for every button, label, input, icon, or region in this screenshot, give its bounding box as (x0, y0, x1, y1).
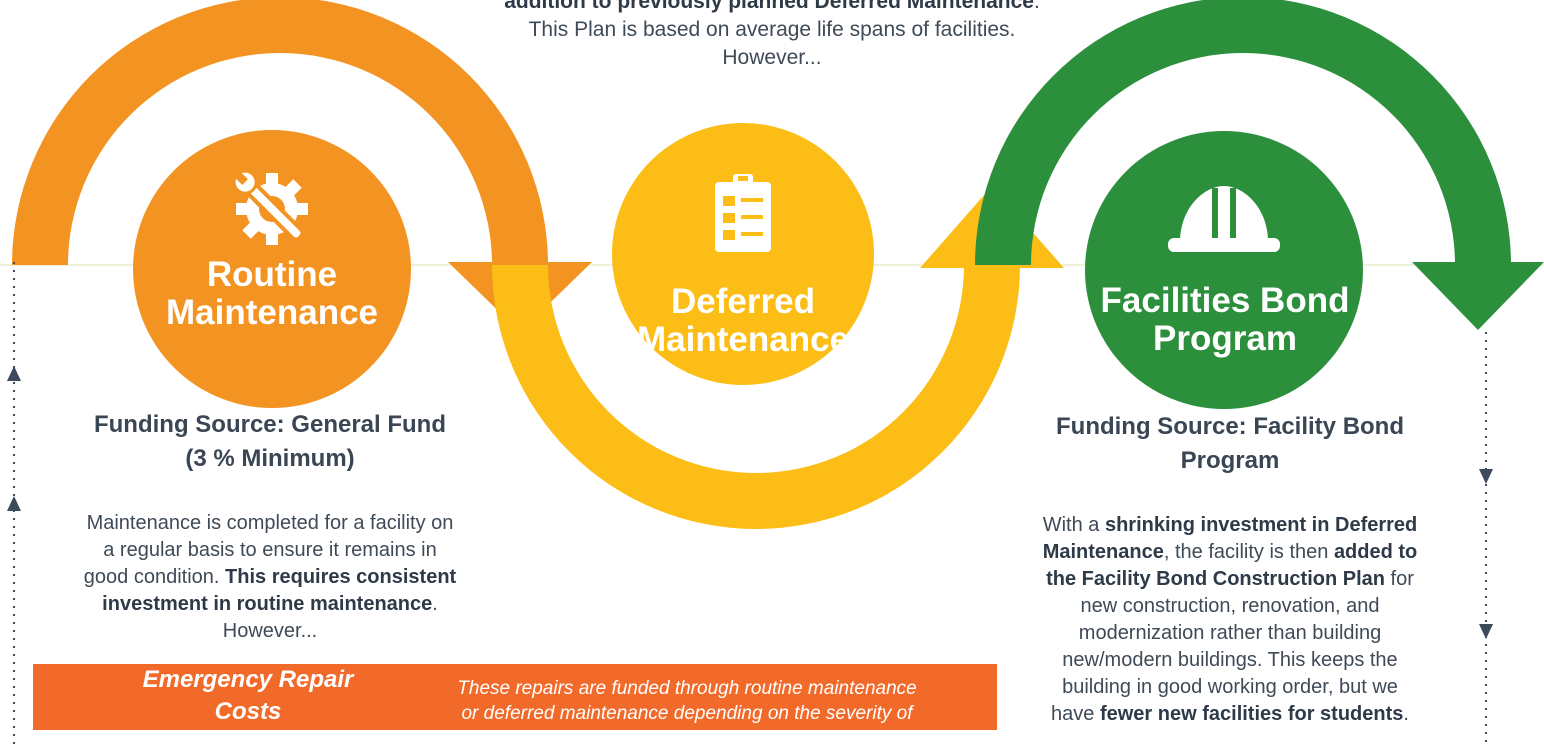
routine-desc-line1: Maintenance is completed for a facility … (86, 512, 454, 534)
bond-desc-p1a: With a (1042, 514, 1105, 536)
banner-title: Emergency Repair Costs (103, 664, 393, 728)
bond-title-line1: Facilities Bond (1100, 281, 1350, 320)
routine-title: Routine Maintenance (132, 256, 412, 332)
bond-desc-p2c: , the facility is then (1163, 541, 1334, 563)
routine-desc-line5: However... (222, 620, 318, 642)
top-note-line3: However... (722, 46, 822, 69)
gear-wrench-icon (232, 169, 308, 245)
bond-funding-line2: Program (1180, 447, 1280, 474)
bond-desc-p4: new construction, renovation, and (1080, 595, 1380, 617)
banner-text-line2: or deferred maintenance depending on the… (461, 703, 913, 724)
bond-desc-p3c: for (1385, 568, 1414, 590)
bond-desc-p5: modernization rather than building (1078, 622, 1382, 644)
bond-desc-p7: building in good working order, but we (1062, 676, 1398, 698)
bond-desc-p8b: fewer new facilities for students (1099, 703, 1404, 725)
routine-desc-line4c: . (432, 593, 438, 615)
hard-hat-icon (1168, 186, 1280, 252)
deferred-title: Deferred Maintenance (612, 283, 874, 359)
bond-desc-p2d: added to (1333, 541, 1418, 563)
down-arrow-icon (1479, 469, 1493, 484)
bond-desc-p8a: have (1051, 703, 1100, 725)
bond-circle (1085, 131, 1363, 409)
routine-circle (133, 130, 411, 408)
routine-desc-line2: a regular basis to ensure it remains in (103, 539, 437, 561)
banner-title-line2: Costs (214, 698, 282, 725)
green-arc (975, 0, 1511, 265)
checklist-clipboard-icon (715, 174, 771, 252)
routine-description: Maintenance is completed for a facility … (30, 510, 510, 645)
bond-desc-p8c: . (1403, 703, 1409, 725)
routine-funding-line2: (3 % Minimum) (185, 445, 355, 472)
deferred-title-line1: Deferred (671, 282, 815, 321)
orange-arc (12, 0, 548, 265)
routine-desc-line4b: investment in routine maintenance (102, 593, 433, 615)
bond-funding: Funding Source: Facility Bond Program (1000, 410, 1460, 478)
bond-funding-line1: Funding Source: Facility Bond (1056, 413, 1404, 440)
routine-funding: Funding Source: General Fund (3 % Minimu… (40, 408, 500, 476)
banner-text: These repairs are funded through routine… (407, 676, 967, 726)
right-dotted-connector (1479, 332, 1493, 746)
banner-title-line1: Emergency Repair (142, 666, 354, 693)
up-arrow-icon (7, 496, 21, 511)
bond-title-line2: Program (1153, 319, 1297, 358)
left-dotted-connector (7, 262, 21, 746)
bond-desc-p1b: shrinking investment in Deferred (1104, 514, 1418, 536)
routine-title-line2: Maintenance (166, 293, 378, 332)
top-note-line2: This Plan is based on average life spans… (528, 18, 1016, 41)
top-note: addition to previously planned Deferred … (400, 0, 1144, 72)
top-note-suffix: . (1033, 0, 1040, 13)
deferred-circle (612, 123, 874, 385)
up-arrow-icon (7, 366, 21, 381)
bond-description: With a shrinking investment in Deferred … (985, 512, 1475, 728)
banner-text-line1: These repairs are funded through routine… (457, 678, 917, 699)
yellow-arc (492, 265, 1020, 529)
routine-desc-line3a: good condition. (83, 566, 226, 588)
bond-desc-p3b: the Facility Bond Construction Plan (1046, 568, 1385, 590)
bond-desc-p6: new/modern buildings. This keeps the (1062, 649, 1398, 671)
down-arrow-icon (1479, 624, 1493, 639)
emergency-repair-banner: Emergency Repair Costs These repairs are… (33, 664, 997, 730)
deferred-title-line2: Maintenance (637, 320, 849, 359)
green-arrow-head (1412, 262, 1544, 330)
bond-title: Facilities Bond Program (1085, 282, 1365, 358)
top-note-bold: addition to previously planned Deferred … (504, 0, 1034, 13)
routine-title-line1: Routine (206, 255, 338, 294)
bond-desc-p2b: Maintenance (1042, 541, 1164, 563)
routine-desc-line3b: This requires consistent (225, 566, 457, 588)
routine-funding-line1: Funding Source: General Fund (93, 411, 446, 438)
